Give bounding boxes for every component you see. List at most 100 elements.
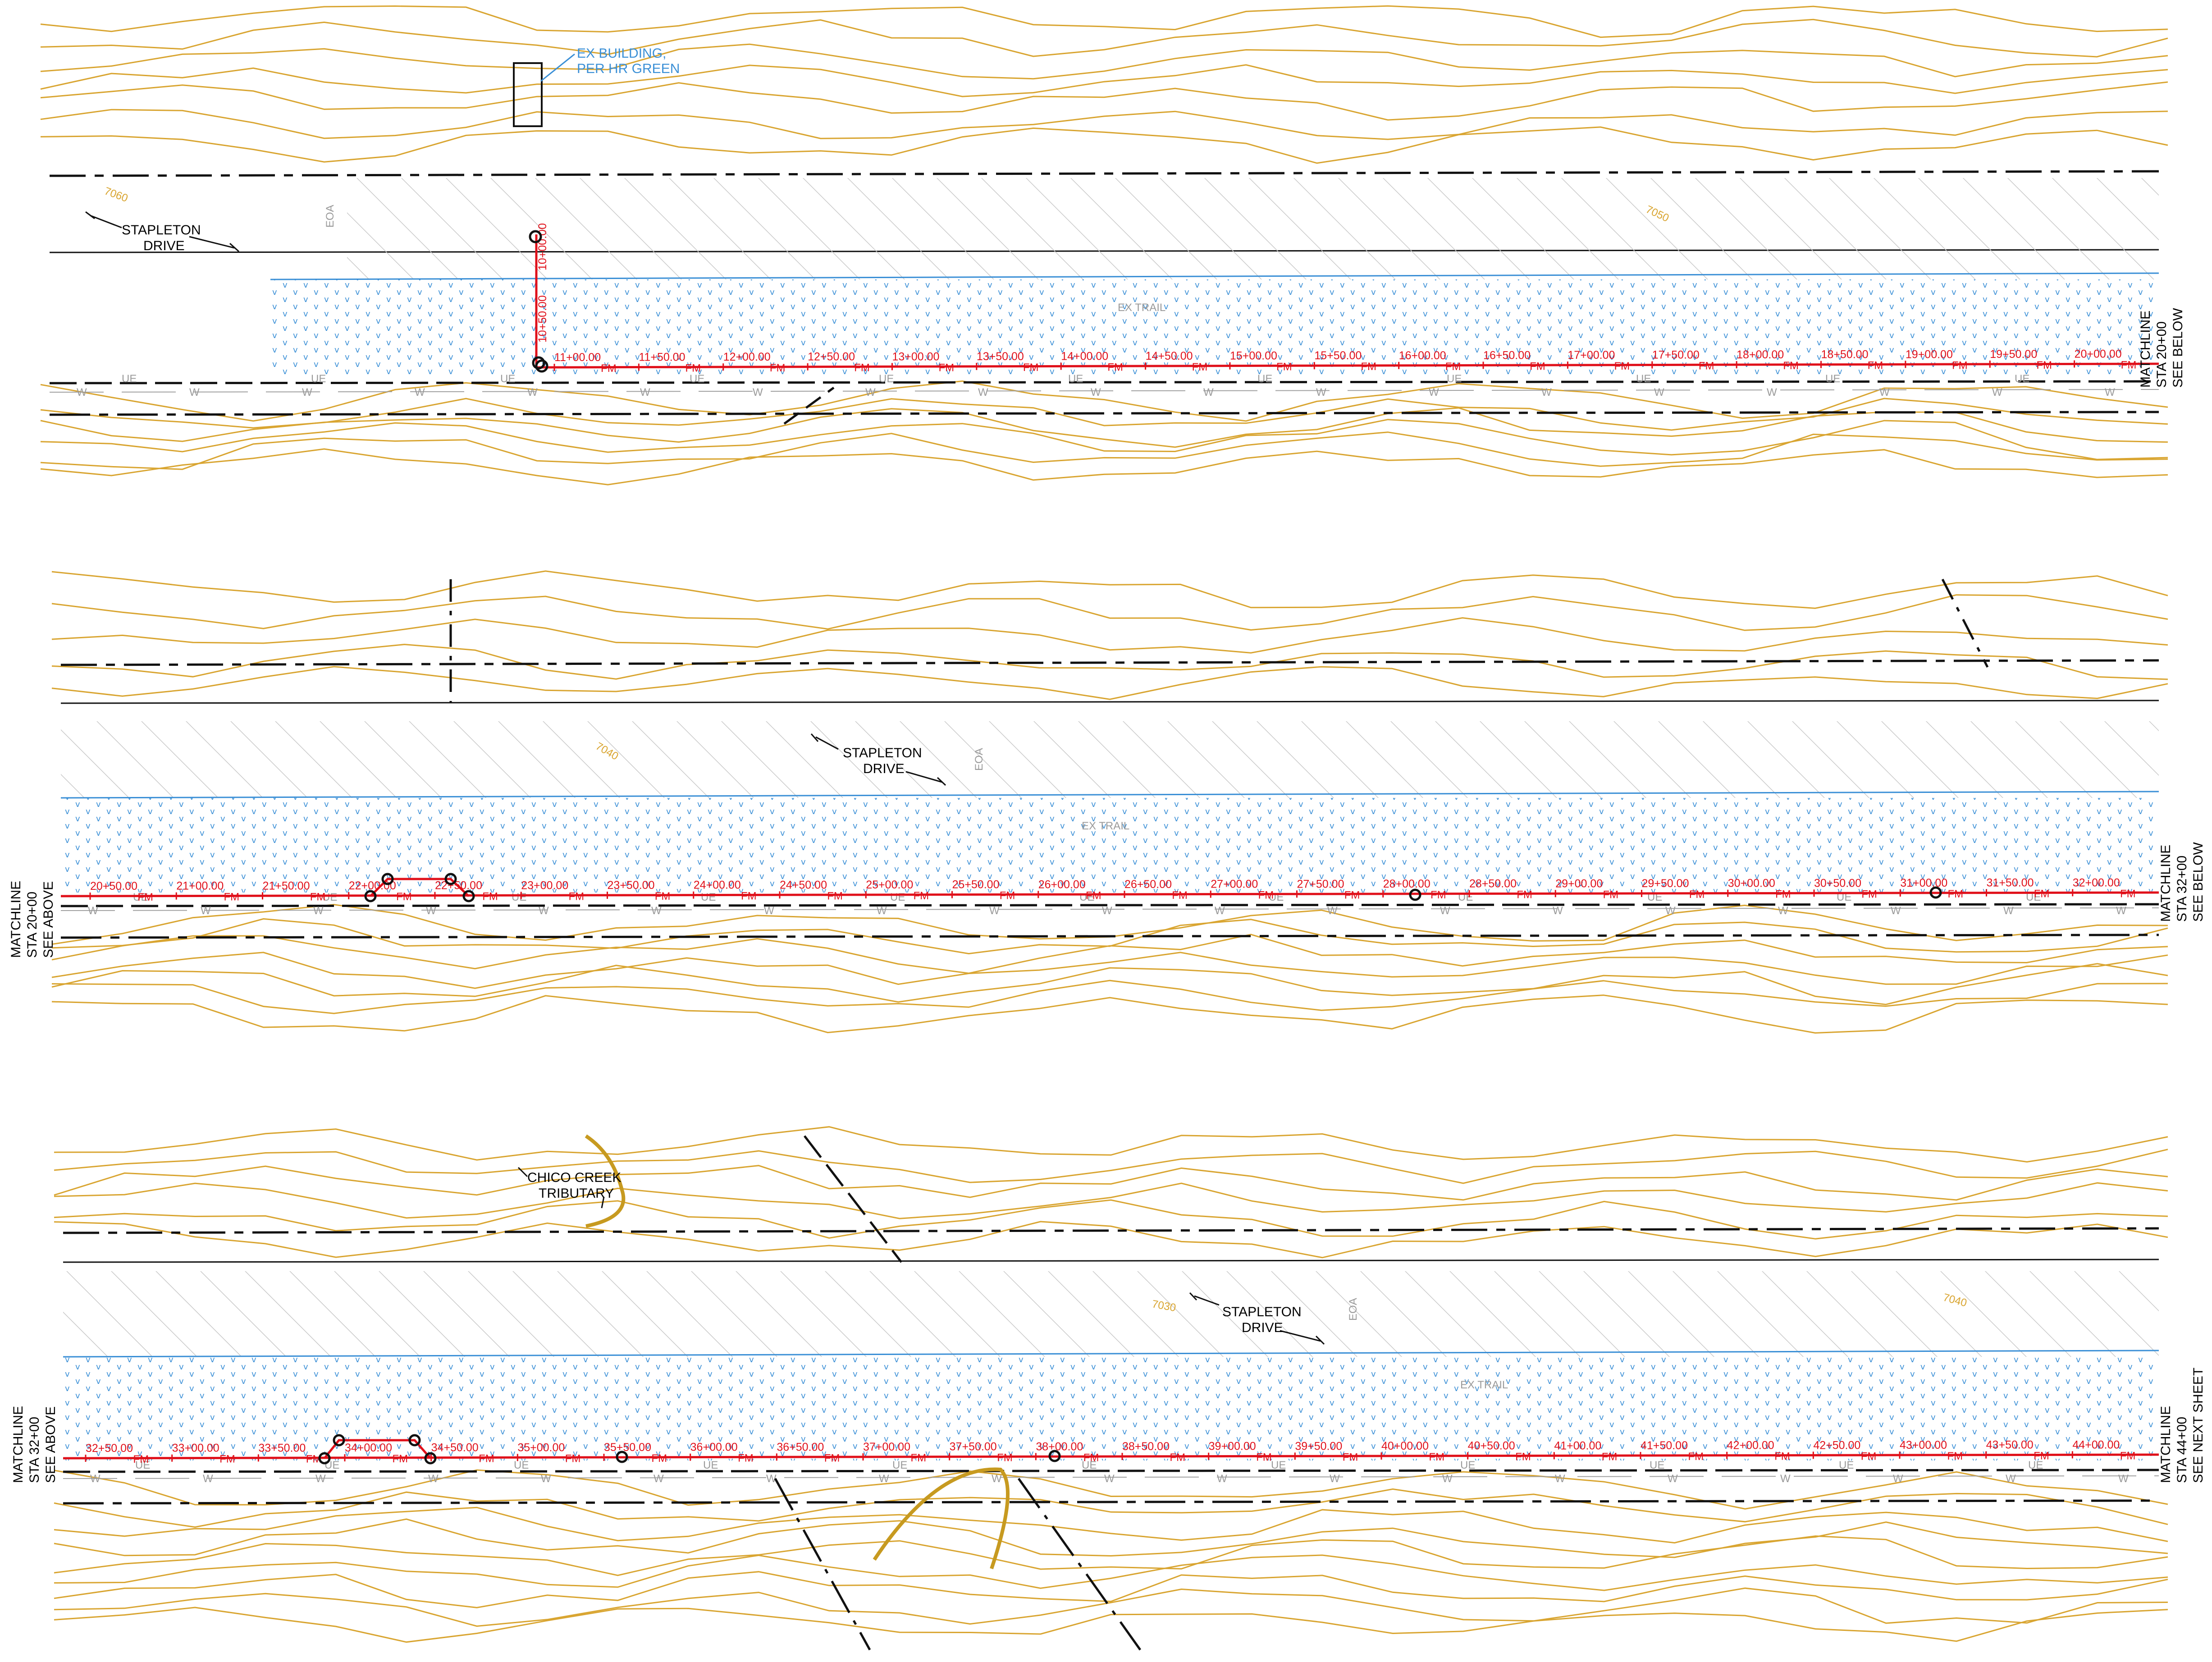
water-line-label: W [989,905,1000,917]
contour-line [51,666,2168,700]
contour-line [51,644,2168,680]
manhole-symbol [408,1434,421,1447]
stapleton-drive-callout-3: STAPLETON DRIVE [1189,1292,1325,1345]
water-line-label: W [654,1473,664,1485]
contour-line [54,1149,2168,1184]
manhole-symbol [1409,888,1421,901]
station-label: 11+00.00 [554,351,601,364]
station-label: 42+00.00 [1727,1439,1774,1452]
station-label: 34+00.00 [345,1442,392,1454]
utility-easement-label: UE [2028,1459,2043,1471]
matchline-text: STA 20+00 [25,892,40,958]
stapleton-drive-label-1a: STAPLETON [122,223,201,238]
manhole-symbol [1929,886,1942,899]
water-line-label: W [2116,905,2126,917]
forcemain-tag: FM [1952,359,1968,371]
matchline-text: MATCHLINE [2158,1406,2173,1483]
forcemain-tag: FM [1086,889,1101,902]
stapleton-leader-1 [85,211,240,252]
forcemain-tag: FM [601,362,617,375]
utility-easement-label: UE [890,891,905,903]
pavement-hatch [347,178,2159,279]
station-label: 33+50.00 [258,1442,306,1454]
manhole-symbol [616,1451,628,1463]
water-line-label: W [1992,386,2002,398]
forcemain-tag: FM [224,891,239,903]
pavement-hatch [63,1271,2159,1357]
water-line-label: W [541,1473,551,1485]
utility-easement-label: UE [1068,373,1083,385]
station-label: 14+00.00 [1061,350,1108,362]
utility-easement-label: UE [1079,891,1094,903]
station-label: 44+00.00 [2072,1438,2120,1451]
utility-easement-label: UE [322,891,337,903]
station-label: 32+50.00 [86,1442,133,1455]
contour-line [40,18,2168,58]
manhole-symbol [1048,1450,1061,1462]
forcemain-tag: FM [854,362,870,374]
water-line-label: W [753,386,763,398]
forcemain-tag: FM [2120,888,2136,900]
manhole-symbol [333,1434,345,1447]
utility-easement-label: UE [514,1459,529,1471]
forcemain-tag: FM [565,1452,581,1465]
station-label: 34+50.00 [431,1442,479,1454]
station-label: 35+00.00 [517,1441,565,1454]
station-label: 13+00.00 [892,350,939,363]
station-label: 23+00.00 [521,879,568,892]
forcemain-tag: FM [910,1452,926,1464]
utility-easement-label: UE [133,891,148,903]
forcemain-tag: FM [1783,360,1799,372]
station-label-vertical: 10+50.00 [536,295,549,343]
trail-edge-line [60,791,2159,799]
water-line-label: W [764,905,774,917]
stapleton-drive-label-1b: DRIVE [143,238,185,253]
matchline-text: SEE ABOVE [41,881,56,958]
forcemain-tag: FM [1172,889,1188,902]
utility-easement-label: UE [2015,373,2029,385]
forcemain-tag: FM [913,890,929,902]
station-label: 25+00.00 [866,879,913,891]
utility-easement-label: UE [512,891,526,903]
water-line [63,1475,2159,1479]
utility-easement-label: UE [703,1459,718,1471]
water-line-label: W [1442,1473,1453,1485]
chico-creek-label-2: TRIBUTARY [539,1186,614,1201]
station-label: 28+00.00 [1383,878,1430,890]
utility-easement-label: UE [324,1459,339,1471]
trail-stipple [61,798,2159,893]
forcemain-tag: FM [482,891,498,903]
forcemain-tag: FM [1429,1451,1444,1463]
forcemain-tag: FM [1775,888,1791,901]
station-label: 37+50.00 [950,1441,997,1453]
contour-line [54,1535,2168,1576]
station-label: 27+00.00 [1211,878,1258,891]
eoa-label: EOA [1347,1298,1359,1321]
station-label: 41+00.00 [1554,1439,1601,1452]
contour-line [51,980,2168,1014]
row-line-skewed [1941,578,1989,668]
forcemain-tag: FM [1170,1451,1185,1464]
station-label: 18+50.00 [1821,348,1869,361]
manhole-symbol [381,873,394,885]
chico-creek-label-1: CHICO CREEK [527,1170,621,1185]
trail-edge-line [63,1350,2159,1358]
matchline-text: STA 44+00 [2175,1417,2189,1483]
contour-line [54,1518,2168,1558]
station-label: 29+50.00 [1642,877,1689,890]
water-line-label: W [1893,1473,1903,1485]
chico-creek-leader [517,1167,605,1209]
row-line-top [60,659,2159,666]
contour-line [54,1182,2168,1219]
water-line-label: W [426,905,436,917]
forcemain-tag: FM [939,362,955,374]
forcemain-tag: FM [1023,362,1039,374]
utility-easement-label: UE [1082,1459,1097,1471]
forcemain-tag: FM [1947,1450,1963,1462]
water-line-label: W [1327,905,1338,917]
contour-line [40,407,2168,448]
ex-building-label-1: EX BUILDING, [577,46,666,61]
water-line-label: W [313,905,324,917]
utility-easement-label: UE [1271,1459,1286,1471]
